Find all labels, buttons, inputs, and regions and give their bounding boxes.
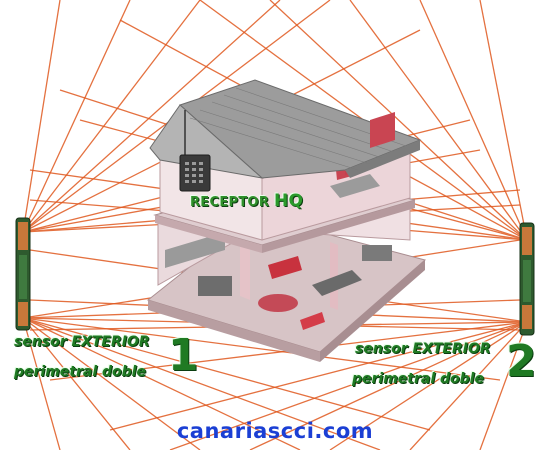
house-illustration [146, 79, 427, 362]
laser-beam [22, 317, 431, 431]
laser-beam [349, 0, 528, 241]
laser-beam [479, 321, 528, 450]
receiver-label-text: RECEPTOR [190, 195, 270, 210]
laser-beam [22, 0, 201, 233]
receiver-label-suffix: HQ [274, 191, 304, 211]
laser-beam [22, 0, 281, 233]
laser-beam [479, 0, 528, 241]
laser-beam [409, 321, 528, 450]
right-sensor-number: 2 [506, 336, 537, 387]
laser-beam [329, 321, 528, 450]
left-sensor-number: 1 [168, 330, 199, 381]
laser-beam [169, 321, 528, 450]
laser-beam [22, 317, 381, 450]
right-sensor-subtitle: perimetral doble [352, 371, 484, 387]
sensor-post-icon [15, 217, 31, 331]
laser-beam [22, 0, 61, 233]
left-sensor-title: sensor EXTERIOR [14, 334, 150, 350]
left-sensor-subtitle: perimetral doble [14, 364, 146, 380]
receiver-device-icon [179, 110, 211, 192]
laser-beam [22, 317, 131, 450]
laser-beam [249, 321, 528, 450]
laser-beam [22, 317, 201, 450]
laser-beam [22, 0, 131, 233]
laser-beam [22, 317, 61, 450]
sensor-post-icon [519, 222, 535, 336]
laser-beam [109, 321, 528, 431]
receiver-label: RECEPTOR HQ [190, 191, 303, 211]
laser-beam [419, 0, 528, 241]
website-link[interactable]: canariascci.com [176, 419, 374, 443]
right-sensor-title: sensor EXTERIOR [355, 341, 491, 357]
laser-beam [269, 0, 528, 241]
laser-beam [22, 317, 301, 450]
